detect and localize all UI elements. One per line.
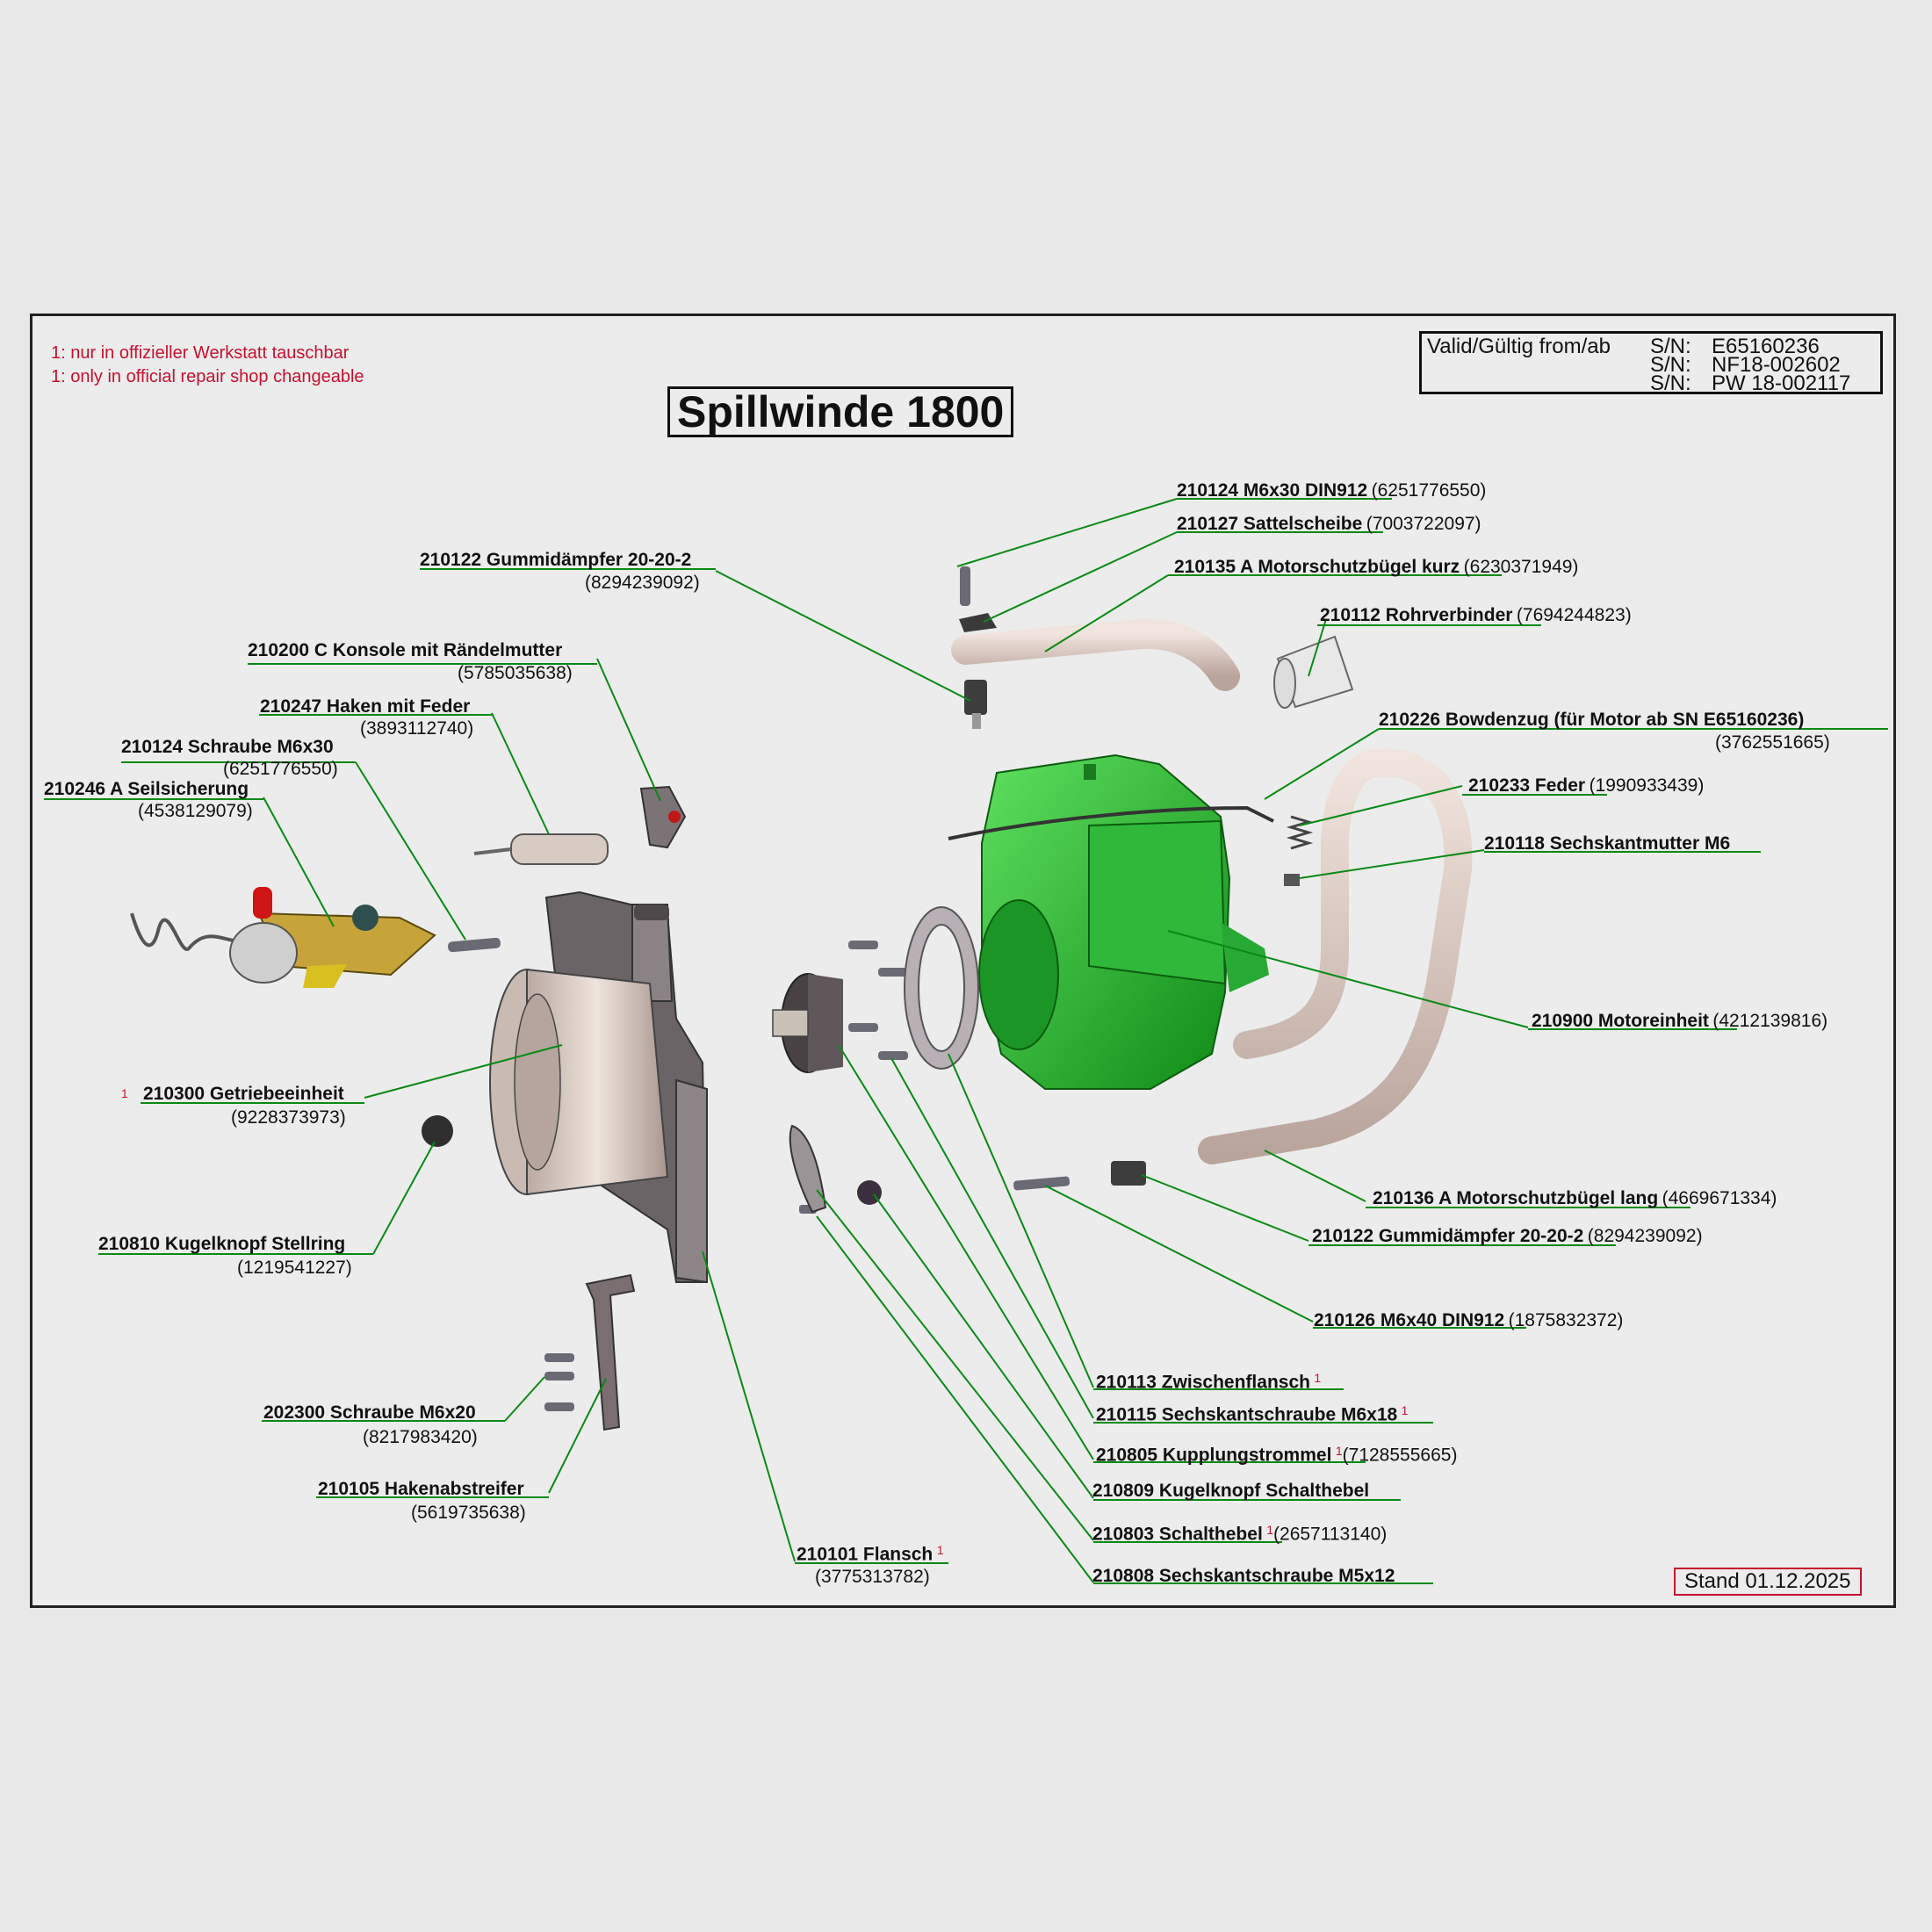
part-code: (3775313782) (815, 1567, 930, 1587)
part-label: 210135 A Motorschutzbügel kurz (62303719… (1174, 557, 1579, 577)
serial-value-2: NF18-002602 (1712, 353, 1841, 377)
bolts (448, 566, 1071, 1411)
hook-with-spring (473, 833, 609, 865)
part-label: 210200 C Konsole mit Rändelmutter (248, 640, 563, 660)
serial-value-3: PW 18-002117 (1712, 371, 1851, 395)
part-label: 210113 Zwischenflansch 1 (1096, 1371, 1322, 1393)
part-label: 210810 Kugelknopf Stellring (98, 1234, 346, 1254)
part-label: 210247 Haken mit Feder (260, 696, 471, 717)
clutch-drum (772, 973, 843, 1073)
serial-prefix-2: S/N: (1650, 353, 1691, 377)
serial-value-1: E65160236 (1712, 335, 1820, 358)
console-part (639, 785, 687, 849)
drawing-title: Spillwinde 1800 (667, 386, 1014, 437)
long-guard-bar (1198, 748, 1473, 1164)
shift-lever (789, 1124, 827, 1214)
note-en: 1: only in official repair shop changeab… (51, 367, 364, 386)
part-label: 202300 Schraube M6x20 (263, 1402, 476, 1423)
part-label: 210803 Schalthebel 1(2657113140) (1092, 1523, 1388, 1545)
part-code: (5785035638) (458, 663, 573, 683)
part-label: 210805 Kupplungstrommel 1(7128555665) (1096, 1444, 1458, 1466)
motor-unit (978, 753, 1269, 1090)
part-label: 210115 Sechskantschraube M6x18 1 (1096, 1403, 1409, 1425)
rubber-damper-top (964, 680, 987, 729)
note-de: 1: nur in offizieller Werkstatt tauschba… (51, 343, 350, 363)
part-label: 210226 Bowdenzug (für Motor ab SN E65160… (1379, 710, 1805, 730)
leader-lines (263, 498, 1529, 1583)
part-label: 210112 Rohrverbinder (7694244823) (1320, 605, 1632, 625)
part-label: 210127 Sattelscheibe (7003722097) (1177, 514, 1481, 534)
part-code: (5619735638) (411, 1503, 526, 1523)
part-label: 210122 Gummidämpfer 20-20-2 (8294239092) (1312, 1226, 1703, 1246)
part-code: (8294239092) (585, 573, 700, 593)
revision-date: Stand 01.12.2025 (1674, 1568, 1862, 1596)
rubber-damper-bottom (1111, 1161, 1146, 1186)
saddle-washer (959, 613, 997, 632)
pipe-connector (1273, 635, 1354, 709)
part-code: (6251776550) (223, 759, 338, 779)
part-code: (4538129079) (138, 801, 253, 821)
ball-knob-ring (422, 1115, 453, 1147)
part-label: 210124 Schraube M6x30 (121, 737, 334, 757)
gearbox-drum (489, 968, 669, 1196)
serial-prefix-3: S/N: (1650, 371, 1691, 395)
part-code: (3762551665) (1715, 732, 1830, 753)
part-label: 1 (121, 1086, 128, 1100)
part-code: (3893112740) (360, 718, 474, 739)
part-label: 210126 M6x40 DIN912 (1875832372) (1314, 1310, 1624, 1330)
part-label: 210101 Flansch 1 (797, 1543, 944, 1565)
hook-stripper (585, 1273, 636, 1431)
part-label: 210300 Getriebeeinheit (143, 1084, 344, 1104)
intermediate-flange (904, 906, 979, 1070)
part-code: (1219541227) (237, 1258, 352, 1278)
part-label: 210808 Sechskantschraube M5x12 (1092, 1566, 1395, 1586)
part-label: 210136 A Motorschutzbügel lang (46696713… (1373, 1188, 1777, 1208)
rope-guard (130, 887, 436, 988)
ball-knob-lever (857, 1180, 882, 1205)
part-label: 210118 Sechskantmutter M6 (1484, 833, 1731, 854)
part-label: 210122 Gummidämpfer 20-20-2 (420, 550, 692, 570)
bowden-cable (948, 805, 1274, 840)
serial-prefix-1: S/N: (1650, 335, 1691, 358)
label-underlines (44, 498, 1888, 1584)
part-code: (8217983420) (363, 1427, 478, 1447)
part-code: (9228373973) (231, 1107, 346, 1128)
validity-box: Valid/Gültig from/ab S/N: E65160236 S/N:… (1419, 331, 1883, 394)
part-label: 210809 Kugelknopf Schalthebel (1092, 1481, 1370, 1501)
short-guard-bar (951, 618, 1240, 691)
hex-nut (1284, 874, 1300, 886)
part-label: 210124 M6x30 DIN912 (6251776550) (1177, 480, 1487, 501)
validity-label: Valid/Gültig from/ab (1427, 335, 1611, 358)
part-label: 210900 Motoreinheit (4212139816) (1532, 1011, 1828, 1031)
spring (1286, 815, 1314, 850)
part-label: 210246 A Seilsicherung (44, 779, 249, 799)
part-label: 210105 Hakenabstreifer (318, 1479, 524, 1499)
part-label: 210233 Feder (1990933439) (1468, 775, 1705, 796)
